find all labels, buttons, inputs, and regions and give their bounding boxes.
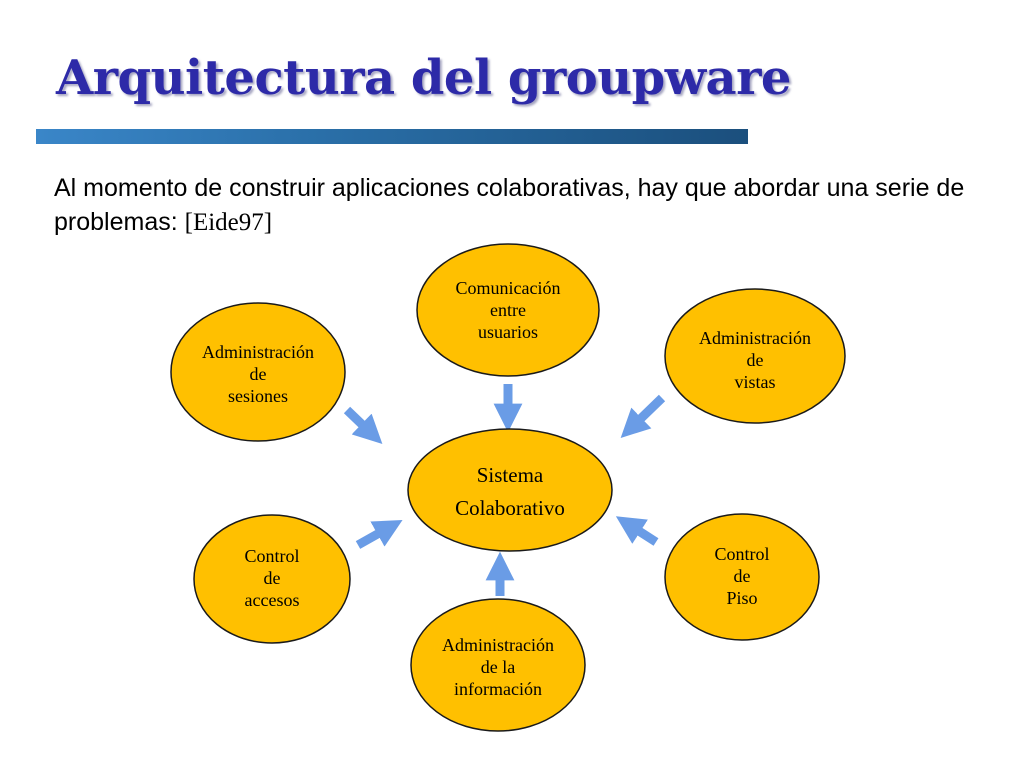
node-label-line: Piso (726, 588, 757, 608)
node-label-line: Administración (699, 328, 811, 348)
node-label-line: Administración (442, 635, 554, 655)
node-label-line: de (250, 364, 267, 384)
arrows (343, 384, 666, 596)
node-label-line: de (264, 568, 281, 588)
intro-text: Al momento de construir aplicaciones col… (54, 174, 965, 236)
node-label-line: Control (714, 544, 769, 564)
slide-title: Arquitectura del groupware (56, 50, 791, 106)
node-label-line: usuarios (478, 322, 538, 342)
title-underline-bar (36, 129, 748, 144)
center-label-line-1: Sistema (477, 463, 544, 487)
node-sesiones: Administración de sesiones (170, 302, 346, 442)
node-label-line: sesiones (228, 386, 288, 406)
node-informacion: Administración de la información (410, 598, 586, 732)
node-label-line: vistas (734, 372, 775, 392)
arrow-from-sesiones (343, 406, 383, 444)
node-label-line: Comunicación (456, 278, 561, 298)
node-vistas: Administración de vistas (664, 288, 846, 424)
node-label-line: de (747, 350, 764, 370)
node-label-line: Administración (202, 342, 314, 362)
intro-paragraph: Al momento de construir aplicaciones col… (54, 171, 974, 240)
node-label-line: de la (481, 657, 515, 677)
node-label-line: información (454, 679, 542, 699)
center-node: Sistema Colaborativo (407, 428, 613, 552)
intro-reference: [Eide97] (184, 209, 273, 236)
node-label-line: de (734, 566, 751, 586)
node-label-line: entre (490, 300, 526, 320)
node-label-line: Control (244, 546, 299, 566)
node-accesos: Control de accesos (193, 514, 351, 644)
arrow-from-vistas (620, 394, 666, 439)
arrow-from-accesos (355, 519, 403, 549)
node-label-line: accesos (245, 590, 300, 610)
node-comunicacion: Comunicación entre usuarios (416, 243, 600, 377)
node-piso: Control de Piso (664, 513, 820, 641)
center-label-line-2: Colaborativo (455, 496, 565, 520)
arrow-from-piso (615, 516, 659, 546)
